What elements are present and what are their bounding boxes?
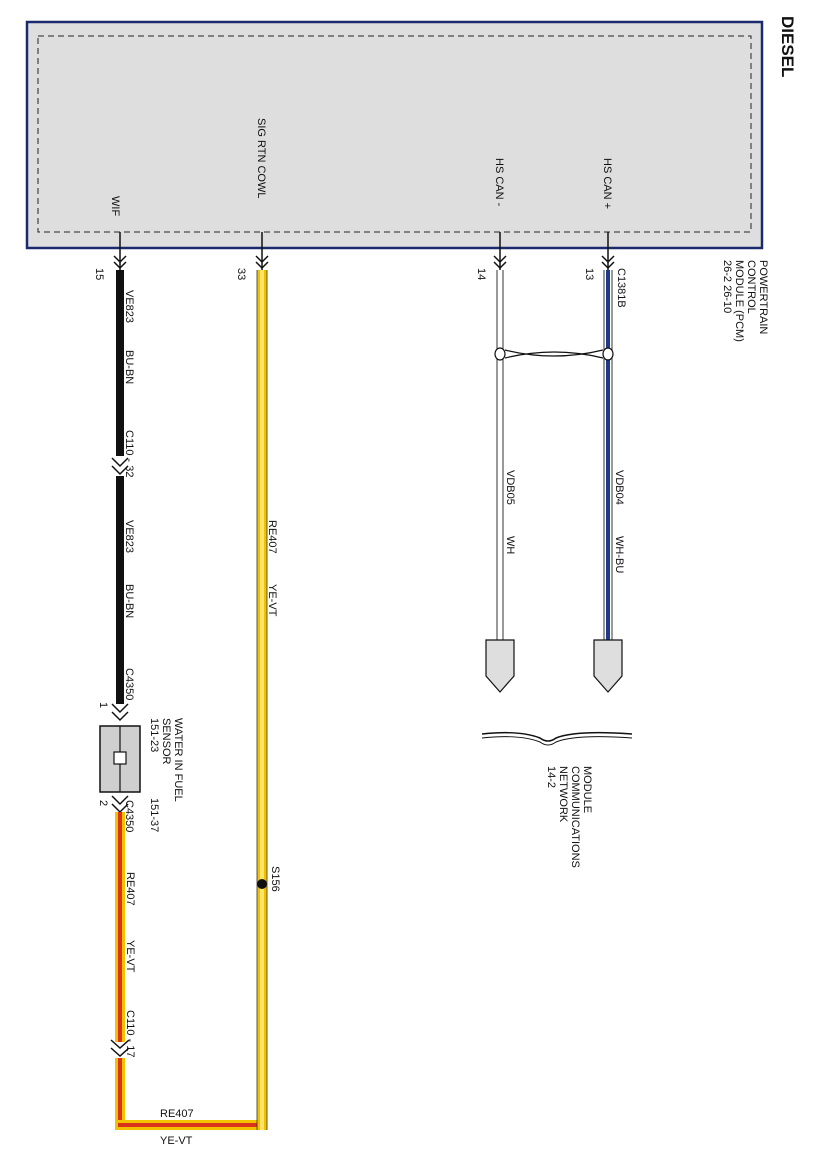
- pcm-name-line-3: MODULE (PCM): [733, 260, 745, 342]
- network-brace: [481, 731, 633, 742]
- wire-ve823-upper: [116, 270, 124, 456]
- pin-label-sig-rtn: SIG RTN COWL: [255, 118, 267, 198]
- connector-c1381b: C1381B: [615, 268, 627, 308]
- connector-c110-17: C110 - 17: [124, 1010, 136, 1058]
- pcm-name-line-1: POWERTRAIN: [757, 260, 769, 334]
- pin-number-14: 14: [475, 268, 487, 280]
- connector-pin-2: 2: [97, 800, 109, 806]
- sensor-element-icon: [113, 751, 127, 765]
- network-line-3: NETWORK: [557, 766, 569, 823]
- wire-vdb04: [603, 270, 613, 640]
- wire-ve823-circuit-upper: VE823: [123, 290, 135, 323]
- network-line-1: MODULE: [581, 766, 593, 813]
- pcm-name-line-4: 26-2 26-10: [721, 260, 733, 313]
- wire-vdb05-color: WH: [504, 536, 516, 554]
- network-connector-vdb04: [593, 639, 623, 693]
- pin-label-hs-can-minus: HS CAN -: [493, 158, 505, 207]
- sensor-name-line-2: SENSOR: [160, 718, 172, 765]
- wire-vdb04-color: WH-BU: [613, 536, 625, 573]
- network-line-2: COMMUNICATIONS: [569, 766, 581, 868]
- network-line-4: 14-2: [545, 766, 557, 788]
- wire-re407-color-bottom: YE-VT: [160, 1135, 193, 1147]
- wire-ve823-color-lower: BU-BN: [123, 584, 135, 618]
- diagram-title: DIESEL: [778, 16, 797, 77]
- wire-vdb04-circuit: VDB04: [613, 470, 625, 505]
- pcm-connector-marks: [113, 255, 615, 270]
- pcm-name-line-2: CONTROL: [745, 260, 757, 314]
- pin-number-15: 15: [93, 268, 105, 280]
- splice-s156-label: S156: [269, 866, 281, 892]
- wire-re407-circuit-bottom: RE407: [160, 1108, 194, 1120]
- pin-label-hs-can-plus: HS CAN +: [601, 158, 613, 209]
- pin-label-wif: WIF: [109, 196, 121, 216]
- pcm-dashed-border: [37, 35, 752, 233]
- wire-re407-color-upper: YE-VT: [266, 584, 278, 617]
- connector-pin-1: 1: [97, 702, 109, 708]
- sensor-ref-1: 151-23: [148, 718, 160, 752]
- sensor-name-line-1: WATER IN FUEL: [172, 718, 184, 802]
- connector-c110-32-mark: [111, 457, 129, 476]
- network-label: MODULE COMMUNICATIONS NETWORK 14-2: [545, 766, 593, 868]
- wire-ve823-circuit-lower: VE823: [123, 520, 135, 553]
- connector-c110-32: C110 - 32: [123, 430, 135, 478]
- splice-s156: [257, 879, 267, 889]
- wire-ve823-color-upper: BU-BN: [123, 350, 135, 384]
- wire-re407-circuit-upper: RE407: [266, 520, 278, 554]
- pcm-box: [25, 20, 764, 250]
- wire-re407-color-lower: YE-VT: [124, 940, 136, 973]
- wire-vdb05-circuit: VDB05: [504, 470, 516, 505]
- wire-re407-circuit-lower: RE407: [124, 872, 136, 906]
- pcm-name: POWERTRAIN CONTROL MODULE (PCM) 26-2 26-…: [721, 260, 769, 342]
- connector-c4350-top: C4350: [123, 668, 135, 700]
- connector-c4350-1-mark: [111, 703, 129, 722]
- connector-c110-17-mark: [110, 1039, 130, 1058]
- sensor-ref-2: 151-37: [148, 798, 160, 832]
- connector-c4350-bottom: C4350: [123, 800, 135, 832]
- wire-vdb05: [496, 270, 504, 640]
- network-connector-vdb05: [485, 639, 515, 693]
- wire-ve823-lower: [116, 476, 124, 704]
- twisted-pair-marker: [494, 347, 614, 361]
- pin-stubs: [119, 232, 609, 270]
- pin-number-33: 33: [235, 268, 247, 280]
- pin-number-13: 13: [583, 268, 595, 280]
